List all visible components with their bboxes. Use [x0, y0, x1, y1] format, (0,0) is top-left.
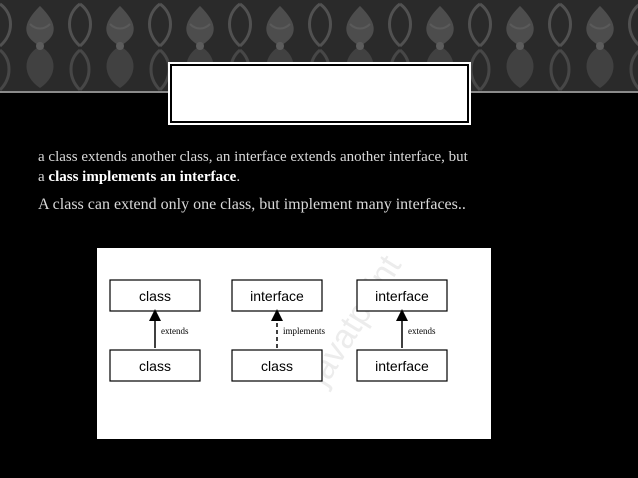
inheritance-diagram: javatpoint class extends class interface… [97, 248, 491, 439]
top-label-1: class [139, 288, 171, 304]
top-label-3: interface [375, 288, 429, 304]
body-line-2: a class implements an interface. [38, 169, 240, 186]
body-line-1: a class extends another class, an interf… [38, 149, 468, 165]
body-line-3: A class can extend only one class, but i… [38, 196, 466, 213]
bottom-label-1: class [139, 358, 171, 374]
title-box [170, 64, 469, 123]
bottom-box-3 [356, 349, 448, 382]
bottom-box-1 [109, 349, 201, 382]
top-box-3 [356, 279, 448, 312]
top-label-2: interface [250, 288, 304, 304]
bottom-box-2 [231, 349, 323, 382]
line2-suffix: . [236, 169, 241, 185]
relation-label-2: implements [283, 326, 325, 336]
bottom-label-3: interface [375, 358, 429, 374]
relation-label-1: extends [161, 326, 189, 336]
bottom-label-2: class [261, 358, 293, 374]
line2-bold: class implements an interface [48, 169, 237, 185]
line2-prefix: a [38, 169, 49, 185]
diagram-svg: javatpoint class extends class interface… [109, 248, 448, 393]
damask-banner [0, 0, 638, 91]
relation-label-3: extends [408, 326, 436, 336]
